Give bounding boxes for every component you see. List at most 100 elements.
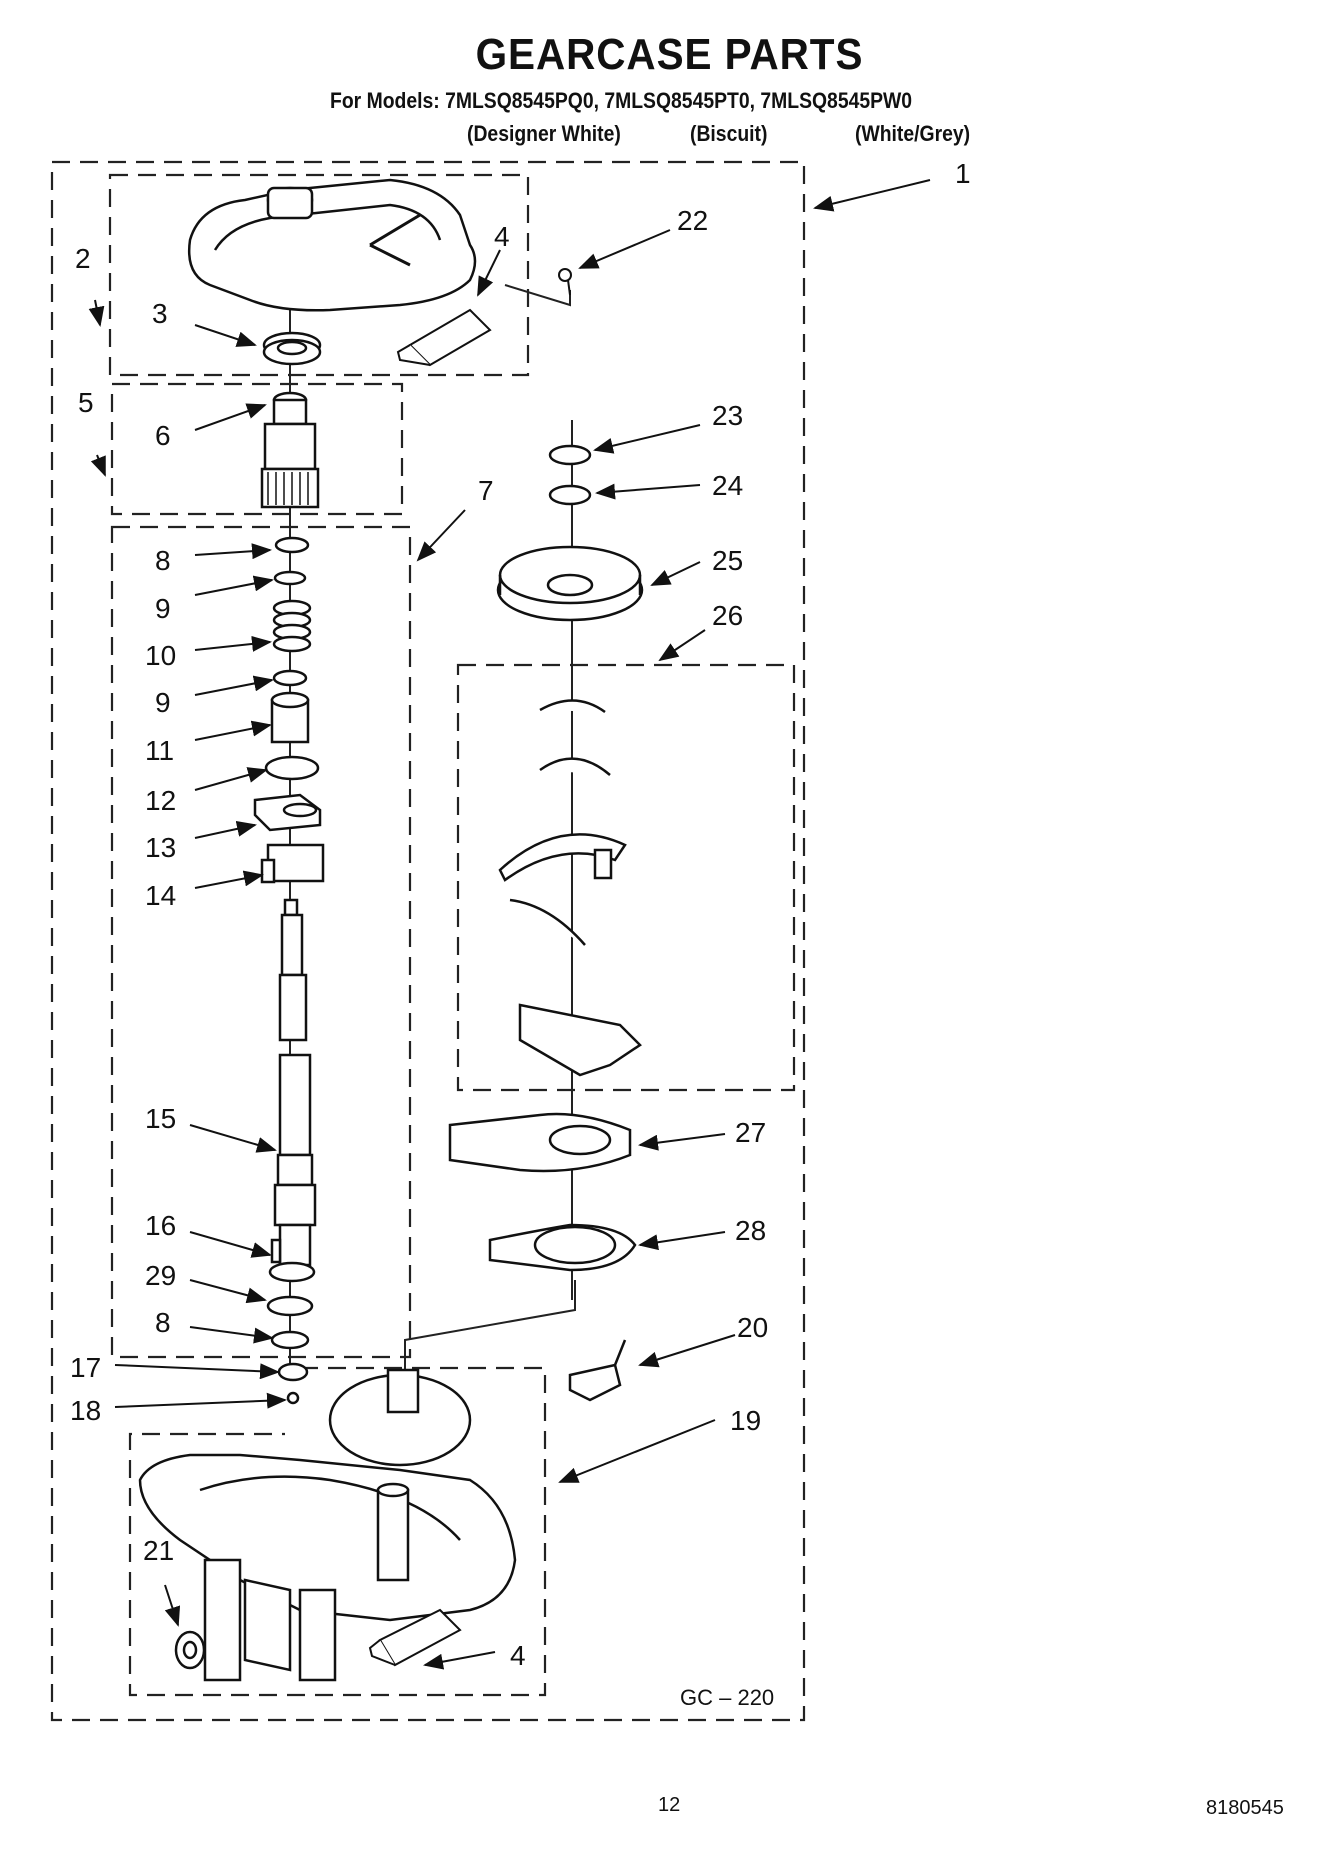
callout-14: 14 xyxy=(145,880,176,911)
callout-17: 17 xyxy=(70,1352,101,1383)
washer-part-4 xyxy=(548,484,592,506)
callout-25: 25 xyxy=(712,545,743,576)
callout-2: 2 xyxy=(75,243,91,274)
leader-15 xyxy=(189,1124,277,1153)
variant-white-grey: (White/Grey) xyxy=(855,121,971,146)
spring-part xyxy=(272,599,312,653)
leader-8a xyxy=(194,543,272,560)
variant-designer-white: (Designer White) xyxy=(467,121,621,146)
retaining-ring-part-3 xyxy=(548,444,592,466)
leader-9b xyxy=(194,675,274,696)
bearing-part xyxy=(266,1295,314,1317)
leader-7 xyxy=(416,509,466,562)
shifter-assembly-part xyxy=(498,699,642,1077)
leader-19 xyxy=(558,1419,716,1483)
callout-28: 28 xyxy=(735,1215,766,1246)
leader-28 xyxy=(638,1231,726,1251)
models-line: For Models: 7MLSQ8545PQ0, 7MLSQ8545PT0, … xyxy=(330,88,913,113)
variant-biscuit: (Biscuit) xyxy=(690,121,768,146)
callout-29: 29 xyxy=(145,1260,176,1291)
pinion-bushing-part xyxy=(260,391,320,509)
leader-13 xyxy=(194,820,257,839)
leader-4a xyxy=(477,249,501,297)
callout-8a: 8 xyxy=(155,545,171,576)
leader-20 xyxy=(638,1334,736,1368)
callout-8b: 8 xyxy=(155,1307,171,1338)
callout-27: 27 xyxy=(735,1117,766,1148)
leader-17 xyxy=(114,1363,280,1380)
leader-2 xyxy=(88,299,105,327)
leader-12 xyxy=(194,767,268,791)
grease-tube-part-bottom xyxy=(368,1608,462,1667)
callout-6: 6 xyxy=(155,420,171,451)
leader-1 xyxy=(813,179,931,212)
callout-4b: 4 xyxy=(510,1640,526,1671)
callout-15: 15 xyxy=(145,1103,176,1134)
callout-4a: 4 xyxy=(494,221,510,252)
shift-lever-part xyxy=(448,1112,632,1173)
callout-18: 18 xyxy=(70,1395,101,1426)
retaining-ring-part xyxy=(274,536,310,554)
washer-part-3 xyxy=(268,1261,316,1283)
leader-22 xyxy=(578,229,671,269)
leader-23 xyxy=(593,424,701,454)
screw-part xyxy=(558,268,572,296)
lever-bracket-part xyxy=(488,1223,637,1272)
callout-22: 22 xyxy=(677,205,708,236)
leader-26 xyxy=(658,629,706,662)
group-box-5 xyxy=(110,382,404,516)
gearcase-cover-part xyxy=(187,178,477,312)
callout-3: 3 xyxy=(152,298,168,329)
seal-part xyxy=(262,331,322,366)
washer-part-2 xyxy=(272,669,308,687)
plug-part xyxy=(174,1630,206,1670)
callout-1: 1 xyxy=(955,158,971,189)
leader-14 xyxy=(194,870,264,889)
leader-24 xyxy=(595,483,701,500)
callout-9a: 9 xyxy=(155,593,171,624)
callout-19: 19 xyxy=(730,1405,761,1436)
leader-21 xyxy=(164,1584,181,1627)
callout-24: 24 xyxy=(712,470,743,501)
callout-5: 5 xyxy=(78,387,94,418)
leader-4b xyxy=(423,1651,496,1670)
leader-11 xyxy=(194,720,272,741)
diagram-code: GC – 220 xyxy=(680,1685,774,1710)
leader-29 xyxy=(189,1279,267,1304)
leader-8b xyxy=(189,1326,274,1344)
leader-6 xyxy=(194,403,267,431)
callout-12: 12 xyxy=(145,785,176,816)
group-box-2 xyxy=(108,173,530,377)
assembly-box-1 xyxy=(50,160,806,1722)
leader-16 xyxy=(189,1231,272,1258)
page-number: 12 xyxy=(658,1794,681,1816)
clip-part xyxy=(568,1339,627,1402)
callout-9b: 9 xyxy=(155,687,171,718)
ball-part xyxy=(286,1391,300,1405)
callout-20: 20 xyxy=(737,1312,768,1343)
callout-26: 26 xyxy=(712,600,743,631)
leader-25 xyxy=(650,561,701,586)
page-title: GEARCASE PARTS xyxy=(475,30,864,79)
leader-27 xyxy=(638,1133,726,1151)
main-gear-part xyxy=(496,545,644,622)
group-box-7 xyxy=(110,525,412,1359)
callout-7: 7 xyxy=(478,475,494,506)
collar-part xyxy=(260,843,325,884)
leader-10 xyxy=(194,635,272,652)
callout-21: 21 xyxy=(143,1535,174,1566)
leader-3 xyxy=(194,324,257,347)
retaining-ring-part-2 xyxy=(270,1330,310,1350)
leader-18 xyxy=(114,1392,287,1409)
group-box-19 xyxy=(128,1366,547,1697)
doc-number: 8180545 xyxy=(1206,1797,1284,1819)
leader-9a xyxy=(194,575,274,596)
key-part xyxy=(270,1238,282,1264)
callout-11: 11 xyxy=(145,735,174,766)
agitator-shaft-part xyxy=(273,898,317,1267)
leader-5 xyxy=(90,454,106,477)
callout-23: 23 xyxy=(712,400,743,431)
grease-tube-part-top xyxy=(396,308,492,367)
pinion-gear-part xyxy=(270,691,310,744)
